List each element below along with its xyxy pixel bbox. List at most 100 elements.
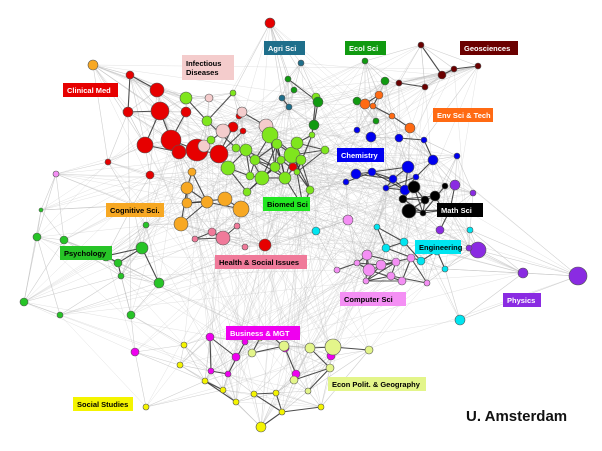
network-edge <box>222 155 458 239</box>
network-edge-strong <box>385 176 417 189</box>
network-edge <box>59 229 441 316</box>
network-edge <box>385 187 405 243</box>
network-edge <box>23 301 322 408</box>
network-edge <box>222 389 322 408</box>
network-edge <box>206 111 243 122</box>
network-edge <box>364 44 422 62</box>
network-edge <box>356 80 386 102</box>
network-node-chem <box>453 152 461 160</box>
network-edge <box>275 392 322 408</box>
network-node-health <box>233 222 241 230</box>
network-edge <box>284 65 479 179</box>
network-edge-strong <box>251 345 285 354</box>
network-edge <box>59 314 147 408</box>
network-edge <box>105 255 136 353</box>
network-node-clinical-med <box>209 144 229 164</box>
label-box <box>215 255 307 269</box>
network-edge <box>401 260 422 282</box>
network-node-geo <box>450 65 458 73</box>
network-edge <box>384 80 387 249</box>
network-edge <box>107 161 524 274</box>
network-node-cognitive <box>180 181 194 195</box>
network-edge <box>127 111 224 132</box>
network-edge <box>356 187 387 264</box>
network-node-eng <box>373 223 381 231</box>
network-node-cs <box>375 259 387 271</box>
network-node-biomed <box>220 160 236 176</box>
network-node-biomed <box>206 135 216 145</box>
network-node-cs <box>362 277 370 285</box>
network-edge <box>315 189 406 232</box>
label-business-mgt: Business & MGT <box>226 326 300 340</box>
network-edge <box>235 341 246 403</box>
label-text: Business & MGT <box>230 329 290 338</box>
network-edge <box>180 199 426 225</box>
network-edge <box>227 167 415 188</box>
network-edge <box>244 82 400 248</box>
network-edge <box>269 22 290 108</box>
network-edge <box>426 268 446 284</box>
network-node-psych <box>32 232 42 242</box>
network-node-infectious <box>215 123 231 139</box>
network-node-cognitive <box>187 167 197 177</box>
network-edge <box>424 65 479 88</box>
network-edge <box>120 275 132 316</box>
network-edge <box>356 120 377 131</box>
network-node-geo <box>417 41 425 49</box>
network-edge <box>40 151 180 211</box>
network-edge <box>208 97 243 113</box>
network-node-clinical-med <box>180 106 192 118</box>
network-edge <box>55 173 406 191</box>
network-edge <box>309 186 415 191</box>
network-edge <box>356 100 397 263</box>
label-box <box>433 108 493 122</box>
network-edge <box>320 137 400 408</box>
label-physics: Physics <box>503 293 541 307</box>
network-edge <box>120 171 193 277</box>
network-edge <box>300 62 443 76</box>
network-node-agri <box>278 94 286 102</box>
network-node-biomed <box>305 185 315 195</box>
network-edge <box>23 275 122 303</box>
network-edge <box>274 166 438 252</box>
network-node-ecol <box>372 117 380 125</box>
network-edge <box>244 105 374 343</box>
network-edge-strong <box>296 134 313 173</box>
network-node-social <box>219 386 227 394</box>
label-box <box>226 326 300 340</box>
network-edge <box>92 64 146 146</box>
label-box <box>328 377 426 391</box>
network-edge <box>444 185 474 194</box>
network-edge <box>423 139 458 157</box>
network-node-social <box>317 403 325 411</box>
network-edge <box>281 390 309 413</box>
network-edge <box>235 147 424 214</box>
network-node-math <box>420 195 430 205</box>
network-node-cognitive <box>87 59 99 71</box>
label-econ-polit-geography: Econ Polit. & Geography <box>328 377 426 391</box>
network-edge <box>117 224 147 264</box>
label-ecol-sci: Ecol Sci <box>345 41 386 55</box>
network-edge <box>260 134 313 428</box>
network-node-clinical-med <box>104 158 112 166</box>
network-node-physics <box>449 179 461 191</box>
network-edge <box>107 111 129 163</box>
network-edge <box>40 129 358 211</box>
network-node-psych <box>19 297 29 307</box>
network-edge <box>127 111 277 394</box>
network-edge <box>420 249 479 262</box>
network-edge <box>364 60 400 84</box>
network-node-social <box>232 398 240 406</box>
network-edge <box>260 78 289 428</box>
network-edge <box>156 89 334 348</box>
network-edge <box>210 356 237 372</box>
network-edge <box>309 181 347 191</box>
network-edge <box>293 355 332 381</box>
network-edge <box>63 147 237 241</box>
network-node-physics <box>435 225 445 235</box>
network-node-clinical-med <box>136 136 154 154</box>
network-edge <box>295 74 443 375</box>
network-edge <box>370 127 411 138</box>
